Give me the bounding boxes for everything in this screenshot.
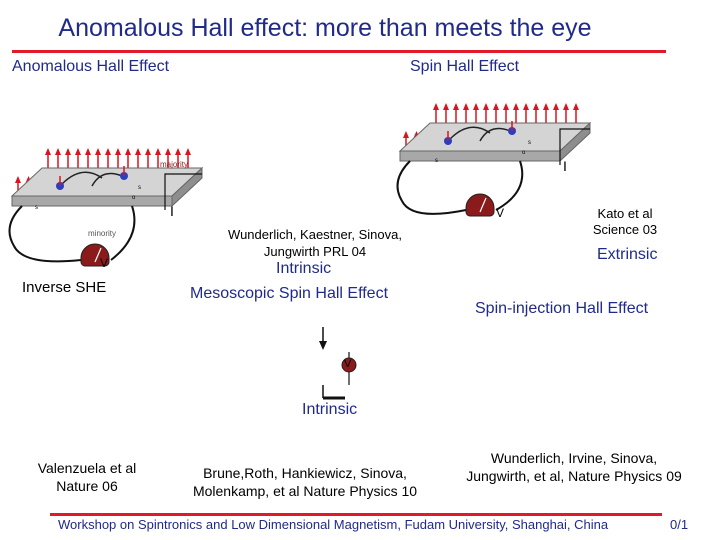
left-arrow-back-head [165,148,171,155]
left-voltmeter-label: V [100,256,109,270]
left-arrow-back-head [175,148,181,155]
left-arrow-back-head [185,148,191,155]
right-voltmeter-needle [479,197,487,213]
right-voltmeter [465,193,495,217]
right-arrow-back-head [503,103,509,110]
right-arrow-back-head [483,103,489,110]
inverse-she-label: Inverse SHE [22,279,107,296]
wunderlich-prl-reference: Wunderlich, Kaestner, Sinova, Jungwirth … [228,227,402,259]
right-arrow-back-head [543,103,549,110]
wunderlich-nature-reference: Wunderlich, Irvine, Sinova, Jungwirth, e… [466,450,682,484]
voltmeters [80,193,495,267]
right-arrow-back-head [493,103,499,110]
footer-text: Workshop on Spintronics and Low Dimensio… [58,517,609,532]
footer-rule [50,513,662,516]
left-current-label: I [170,203,174,219]
left-arrow-back-head [105,148,111,155]
right-arrow-back-head [473,103,479,110]
circuit-wires [8,128,590,263]
left-voltmeter-needle [94,247,102,263]
left-arrow-back-head [125,148,131,155]
right-spin-label-o: o [522,150,526,156]
right-spin-label-s2: s [435,158,438,164]
right-arrow-back-head [553,103,559,110]
spin-symbols [319,327,357,400]
right-arrow-back-head [563,103,569,110]
right-voltmeter-label: V [496,206,505,220]
left-spin-label-s: s [138,185,141,191]
right-arrow-back-head [433,103,439,110]
left-arrow-back-head [45,148,51,155]
left-arrow-back-head [55,148,61,155]
middle-intrinsic-label: Intrinsic [276,260,332,277]
right-arrow-back-head [513,103,519,110]
left-arrow-back-head [85,148,91,155]
valenzuela-reference: Valenzuela et al Nature 06 [37,460,137,494]
left-plate-top [10,167,204,197]
slide-title: Anomalous Hall effect: more than meets t… [58,14,592,42]
right-arrow-back-head [523,103,529,110]
spin-hall-heading: Spin Hall Effect [410,58,520,75]
right-arrow-back-head [533,103,539,110]
left-arrow-front-head [15,176,21,183]
right-trajectory-1 [449,126,491,140]
page-number: 0/1 [670,517,689,532]
right-wire-right [495,160,524,211]
left-plate-side [171,166,203,208]
right-plate-top [398,122,592,152]
left-arrow-back-head [65,148,71,155]
left-arrow-back-head [95,148,101,155]
left-wire-left [8,205,82,263]
left-arrow-back-head [155,148,161,155]
left-arrow-back-head [115,148,121,155]
left-spin-label-o: o [132,195,136,201]
right-trajectory-2 [479,127,511,142]
left-trajectory-2 [91,172,123,187]
majority-label: majority [160,160,189,169]
left-current-wire [164,173,202,210]
kato-reference: Kato et al Science 03 [592,206,658,237]
right-wire-left [396,160,467,215]
left-arrow-back-head [135,148,141,155]
left-spin-label-s2: s [35,205,38,211]
left-wire-right [110,205,136,261]
right-plate-front [399,150,561,162]
spin-injection-label: Spin-injection Hall Effect [475,300,649,317]
spin-down-arrow-head [319,341,327,350]
left-voltmeter [80,243,110,267]
title-underline [12,50,666,53]
mesoscopic-she-label: Mesoscopic Spin Hall Effect [190,285,389,302]
right-arrow-front-head [403,131,409,138]
right-current-wire [559,128,590,165]
anomalous-hall-heading: Anomalous Hall Effect [12,58,170,75]
right-current-label: I [563,158,567,174]
right-spin-label-s: s [528,140,531,146]
left-arrow-back-head [145,148,151,155]
lower-intrinsic-label: Intrinsic [302,401,358,418]
hall-bar-plates [10,121,592,208]
right-arrow-back-head [463,103,469,110]
middle-voltmeter [341,357,357,373]
left-arrow-back-head [75,148,81,155]
extrinsic-label: Extrinsic [597,246,658,263]
right-arrow-back-head [453,103,459,110]
minority-label: minority [88,229,117,238]
brune-reference: Brune,Roth, Hankiewicz, Sinova, Molenkam… [192,465,418,499]
middle-voltmeter-label: V [344,358,352,370]
left-trajectory-1 [61,171,103,185]
electron-trajectories [56,121,516,190]
right-arrow-back-head [573,103,579,110]
right-arrow-back-head [443,103,449,110]
